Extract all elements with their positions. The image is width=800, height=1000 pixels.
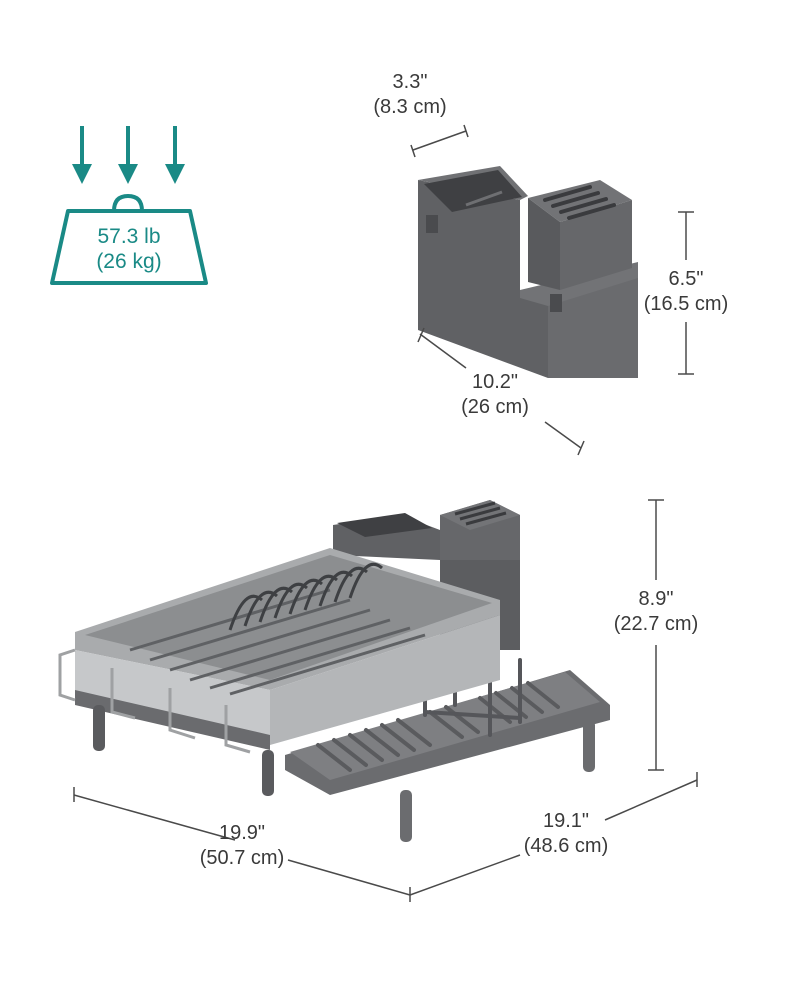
organizer-width-label: 3.3" (8.3 cm) [373, 71, 447, 118]
weight-lb: 57.3 lb [97, 225, 161, 248]
weight-load-icon [50, 194, 208, 285]
organizer-height-label: 6.5" (16.5 cm) [643, 268, 729, 315]
organizer-length-label: 10.2" (26 cm) [461, 371, 529, 418]
rack-depth-label: 19.1" (48.6 cm) [523, 810, 609, 857]
rack-width-label: 19.9" (50.7 cm) [199, 822, 285, 869]
weight-kg: (26 kg) [96, 250, 162, 273]
weight-label: 57.3 lb (26 kg) [60, 224, 198, 274]
rack-height-label: 8.9" (22.7 cm) [613, 588, 699, 635]
down-arrows-icon [72, 126, 185, 184]
